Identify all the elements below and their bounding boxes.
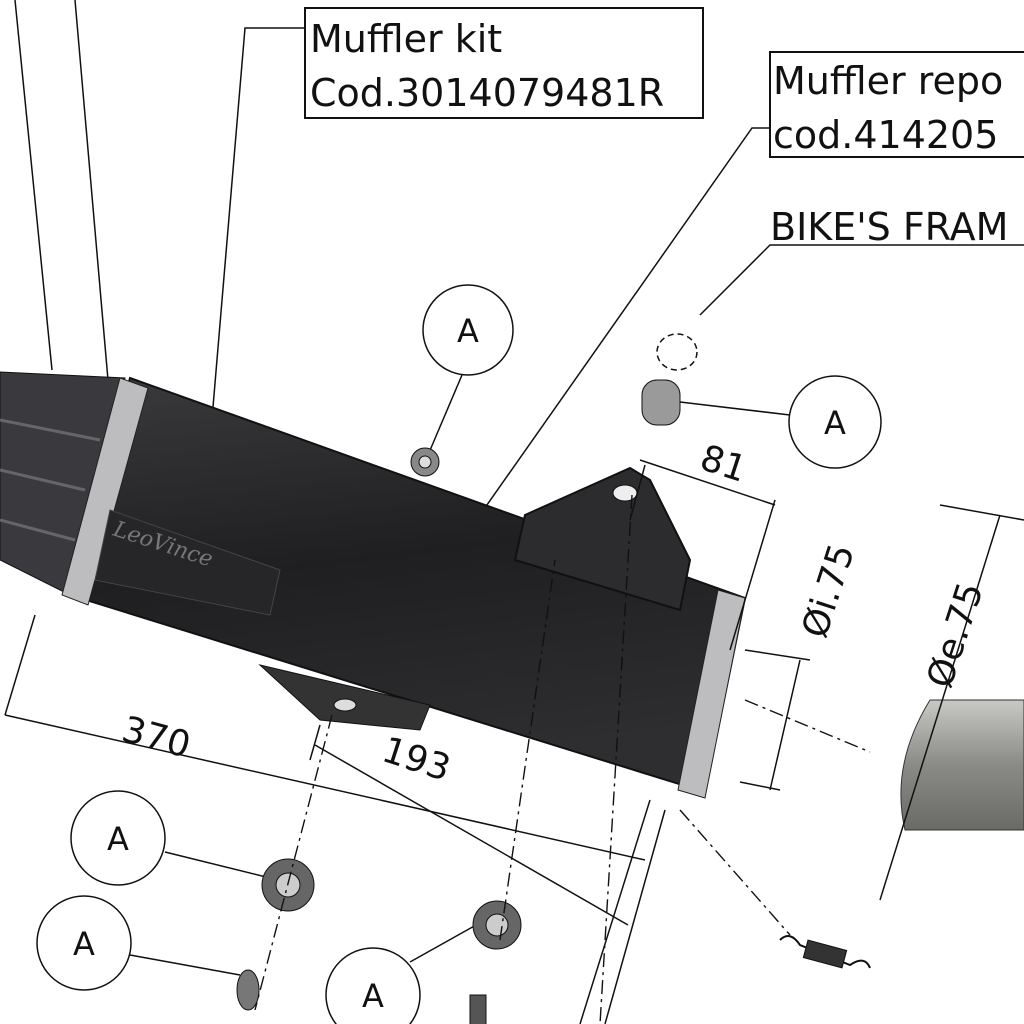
callout-a-5: A [325,947,421,1024]
svg-text:A: A [457,312,479,350]
dim-inner-diameter: Øi.75 [795,539,864,643]
callout-a-1: A [422,284,514,376]
muffler-repo-code: cod.414205 [773,113,998,157]
svg-text:A: A [73,925,95,963]
logo-plate [94,509,281,616]
callout-a-3: A [70,790,166,886]
svg-text:A: A [362,977,384,1015]
front-clamp-band [61,377,149,606]
center-lines [254,494,871,1024]
lower-bracket [258,664,431,731]
dim-81: 81 [695,438,751,491]
bike-frame-label: BIKE'S FRAM [770,205,1008,249]
dimension-lines [4,459,1024,1024]
svg-text:A: A [824,404,846,442]
muffler-kit-label: Muffler kit Cod.3014079481R [304,7,704,119]
dim-outer-diameter: Øe.75 [920,578,992,693]
callout-a-4: A [36,895,132,991]
callout-a-2: A [788,375,882,469]
dim-370: 370 [118,709,195,766]
muffler-repo-label: Muffler repo cod.414205 [769,51,1024,158]
mounting-bracket [513,466,692,612]
muffler-kit-title: Muffler kit [310,17,502,61]
rear-clamp-band [677,589,746,799]
muffler-repo-title: Muffler repo [773,59,1003,103]
leader-lines [14,0,1024,976]
link-pipe [900,699,1024,831]
muffler-kit-code: Cod.3014079481R [310,71,664,115]
dim-193: 193 [377,730,455,790]
svg-text:A: A [107,820,129,858]
